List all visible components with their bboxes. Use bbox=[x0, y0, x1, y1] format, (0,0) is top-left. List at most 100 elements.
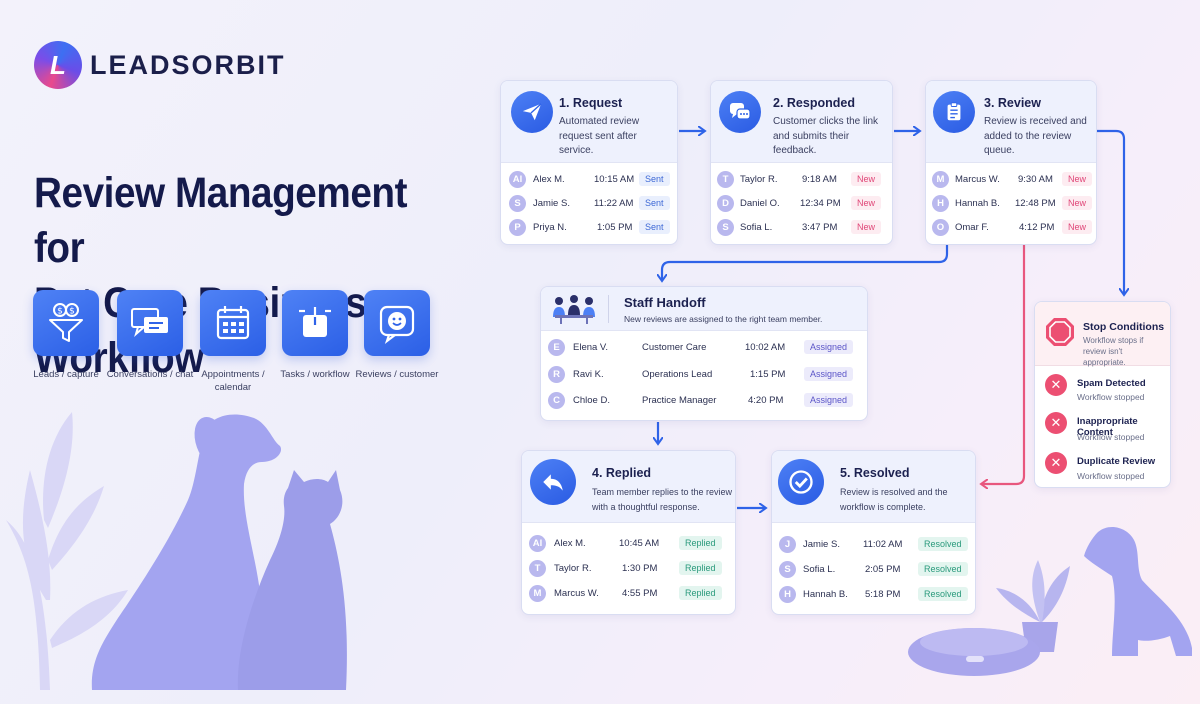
table-row[interactable]: Al Alex M. 10:15 AM Sent bbox=[501, 167, 677, 191]
avatar: E bbox=[548, 338, 565, 356]
timestamp: 10:45 AM bbox=[619, 537, 660, 549]
timestamp: 1:05 PM bbox=[597, 221, 633, 233]
table-row[interactable]: E Elena V. Customer Care 10:02 AM Assign… bbox=[541, 335, 867, 359]
step-card-replied[interactable]: 4. Replied Team member replies to the re… bbox=[521, 450, 736, 615]
step-description: Review is received and added to the revi… bbox=[984, 116, 1087, 156]
timestamp: 12:34 PM bbox=[800, 197, 841, 209]
stop-sign-icon bbox=[1046, 318, 1074, 346]
reply-arrow-icon bbox=[543, 474, 563, 491]
team-meeting-icon bbox=[553, 295, 595, 324]
avatar: Al bbox=[529, 534, 546, 552]
table-row[interactable]: Al Alex M. 10:45 AM Replied bbox=[522, 531, 735, 555]
avatar: Al bbox=[509, 170, 526, 188]
table-row[interactable]: H Hannah B. 12:48 PM New bbox=[926, 191, 1096, 215]
step-description: Team member replies to the review with a… bbox=[592, 487, 733, 512]
step-title: 4. Replied bbox=[592, 466, 652, 480]
customer-name: Priya N. bbox=[533, 221, 567, 233]
paper-plane-icon bbox=[522, 103, 542, 121]
feature-label: Reviews / customer bbox=[355, 369, 439, 380]
plant-left-illustration bbox=[6, 412, 128, 690]
table-row[interactable]: T Taylor R. 1:30 PM Replied bbox=[522, 556, 735, 580]
step-card-resolved[interactable]: 5. Resolved Review is resolved and the w… bbox=[771, 450, 976, 615]
timestamp: 11:22 AM bbox=[594, 197, 634, 209]
stop-condition-item[interactable]: ✕ Inappropriate Content Workflow stopped bbox=[1035, 410, 1170, 446]
status-badge: Assigned bbox=[804, 367, 854, 381]
staff-handoff-card[interactable]: Staff Handoff New reviews are assigned t… bbox=[540, 286, 868, 421]
customer-name: Marcus W. bbox=[554, 587, 599, 599]
table-row[interactable]: T Taylor R. 9:18 AM New bbox=[711, 167, 892, 191]
stop-conditions-title: Stop Conditions bbox=[1083, 321, 1165, 333]
feature-label: Appointments / calendar bbox=[201, 369, 265, 393]
step-card-review[interactable]: 3. Review Review is received and added t… bbox=[925, 80, 1097, 245]
feature-label: Tasks / workflow bbox=[280, 369, 350, 380]
arrow-review-to-resolved-pink bbox=[982, 244, 1026, 484]
status-badge: Assigned bbox=[804, 393, 854, 407]
feature-reviews[interactable]: Reviews / customer bbox=[352, 290, 442, 381]
table-row[interactable]: R Ravi K. Operations Lead 1:15 PM Assign… bbox=[541, 362, 867, 386]
table-row[interactable]: S Sofia L. 2:05 PM Resolved bbox=[772, 557, 975, 581]
avatar: S bbox=[509, 194, 526, 212]
avatar: C bbox=[548, 391, 565, 409]
close-x-icon: ✕ bbox=[1045, 374, 1067, 396]
small-dog-silhouette-illustration bbox=[1084, 526, 1192, 656]
table-row[interactable]: O Omar F. 4:12 PM New bbox=[926, 215, 1096, 239]
step-title: 3. Review bbox=[984, 96, 1041, 110]
stop-condition-item[interactable]: ✕ Spam Detected Workflow stopped bbox=[1035, 372, 1170, 408]
status-badge: Sent bbox=[639, 196, 670, 210]
avatar: H bbox=[779, 585, 796, 603]
table-row[interactable]: M Marcus W. 9:30 AM New bbox=[926, 167, 1096, 191]
timestamp: 11:02 AM bbox=[863, 538, 903, 550]
status-badge: Assigned bbox=[804, 340, 854, 354]
avatar: M bbox=[932, 170, 949, 188]
avatar: M bbox=[529, 584, 546, 602]
table-row[interactable]: P Priya N. 1:05 PM Sent bbox=[501, 215, 677, 239]
customer-name: Jamie S. bbox=[533, 197, 570, 209]
timestamp: 3:47 PM bbox=[802, 221, 838, 233]
status-badge: Resolved bbox=[918, 587, 968, 601]
feature-conversations[interactable]: Conversations / chat bbox=[105, 290, 195, 381]
stop-condition-item[interactable]: ✕ Duplicate Review Workflow stopped bbox=[1035, 450, 1170, 486]
customer-name: Sofia L. bbox=[803, 563, 836, 575]
step-card-request[interactable]: 1. Request Automated review request sent… bbox=[500, 80, 678, 245]
feature-tasks[interactable]: Tasks / workflow bbox=[270, 290, 360, 381]
step-description: Automated review request sent after serv… bbox=[559, 116, 640, 156]
status-badge: New bbox=[1062, 220, 1093, 234]
feature-label: Conversations / chat bbox=[106, 369, 194, 380]
status-badge: Replied bbox=[679, 536, 722, 550]
staff-role: Practice Manager bbox=[642, 394, 717, 406]
stop-condition-title: Inappropriate Content bbox=[1077, 416, 1138, 438]
status-badge: Replied bbox=[679, 586, 722, 600]
customer-name: Omar F. bbox=[955, 221, 989, 233]
table-row[interactable]: C Chloe D. Practice Manager 4:20 PM Assi… bbox=[541, 388, 867, 412]
status-badge: Resolved bbox=[918, 537, 968, 551]
table-row[interactable]: J Jamie S. 11:02 AM Resolved bbox=[772, 532, 975, 556]
step-title: 1. Request bbox=[559, 96, 623, 110]
feature-leads[interactable]: $ $ Leads / capture bbox=[21, 290, 111, 381]
close-x-icon: ✕ bbox=[1045, 452, 1067, 474]
table-row[interactable]: H Hannah B. 5:18 PM Resolved bbox=[772, 582, 975, 606]
close-x-icon: ✕ bbox=[1045, 412, 1067, 434]
table-row[interactable]: S Sofia L. 3:47 PM New bbox=[711, 215, 892, 239]
stop-conditions-card[interactable]: Stop Conditions Workflow stops if review… bbox=[1034, 301, 1171, 488]
status-badge: New bbox=[1062, 172, 1093, 186]
avatar: S bbox=[717, 218, 734, 236]
page-title-line-1: Review Management for bbox=[34, 169, 408, 272]
table-row[interactable]: M Marcus W. 4:55 PM Replied bbox=[522, 581, 735, 605]
step-description: Customer clicks the link and submits the… bbox=[773, 116, 879, 156]
feature-appointments[interactable]: Appointments / calendar bbox=[188, 290, 278, 394]
timestamp: 10:02 AM bbox=[745, 341, 786, 353]
table-row[interactable]: D Daniel O. 12:34 PM New bbox=[711, 191, 892, 215]
status-badge: New bbox=[851, 196, 882, 210]
avatar: D bbox=[717, 194, 734, 212]
step-card-responded[interactable]: 2. Responded Customer clicks the link an… bbox=[710, 80, 893, 245]
stop-condition-title: Duplicate Review bbox=[1077, 456, 1156, 467]
stop-condition-status: Workflow stopped bbox=[1077, 432, 1145, 442]
timestamp: 4:20 PM bbox=[748, 394, 784, 406]
staff-role: Customer Care bbox=[642, 341, 707, 353]
customer-name: Daniel O. bbox=[740, 197, 780, 209]
arrow-review-to-stop bbox=[1097, 129, 1124, 294]
table-row[interactable]: S Jamie S. 11:22 AM Sent bbox=[501, 191, 677, 215]
handoff-title: Staff Handoff bbox=[624, 295, 706, 310]
chat-bubbles-icon bbox=[730, 103, 751, 120]
